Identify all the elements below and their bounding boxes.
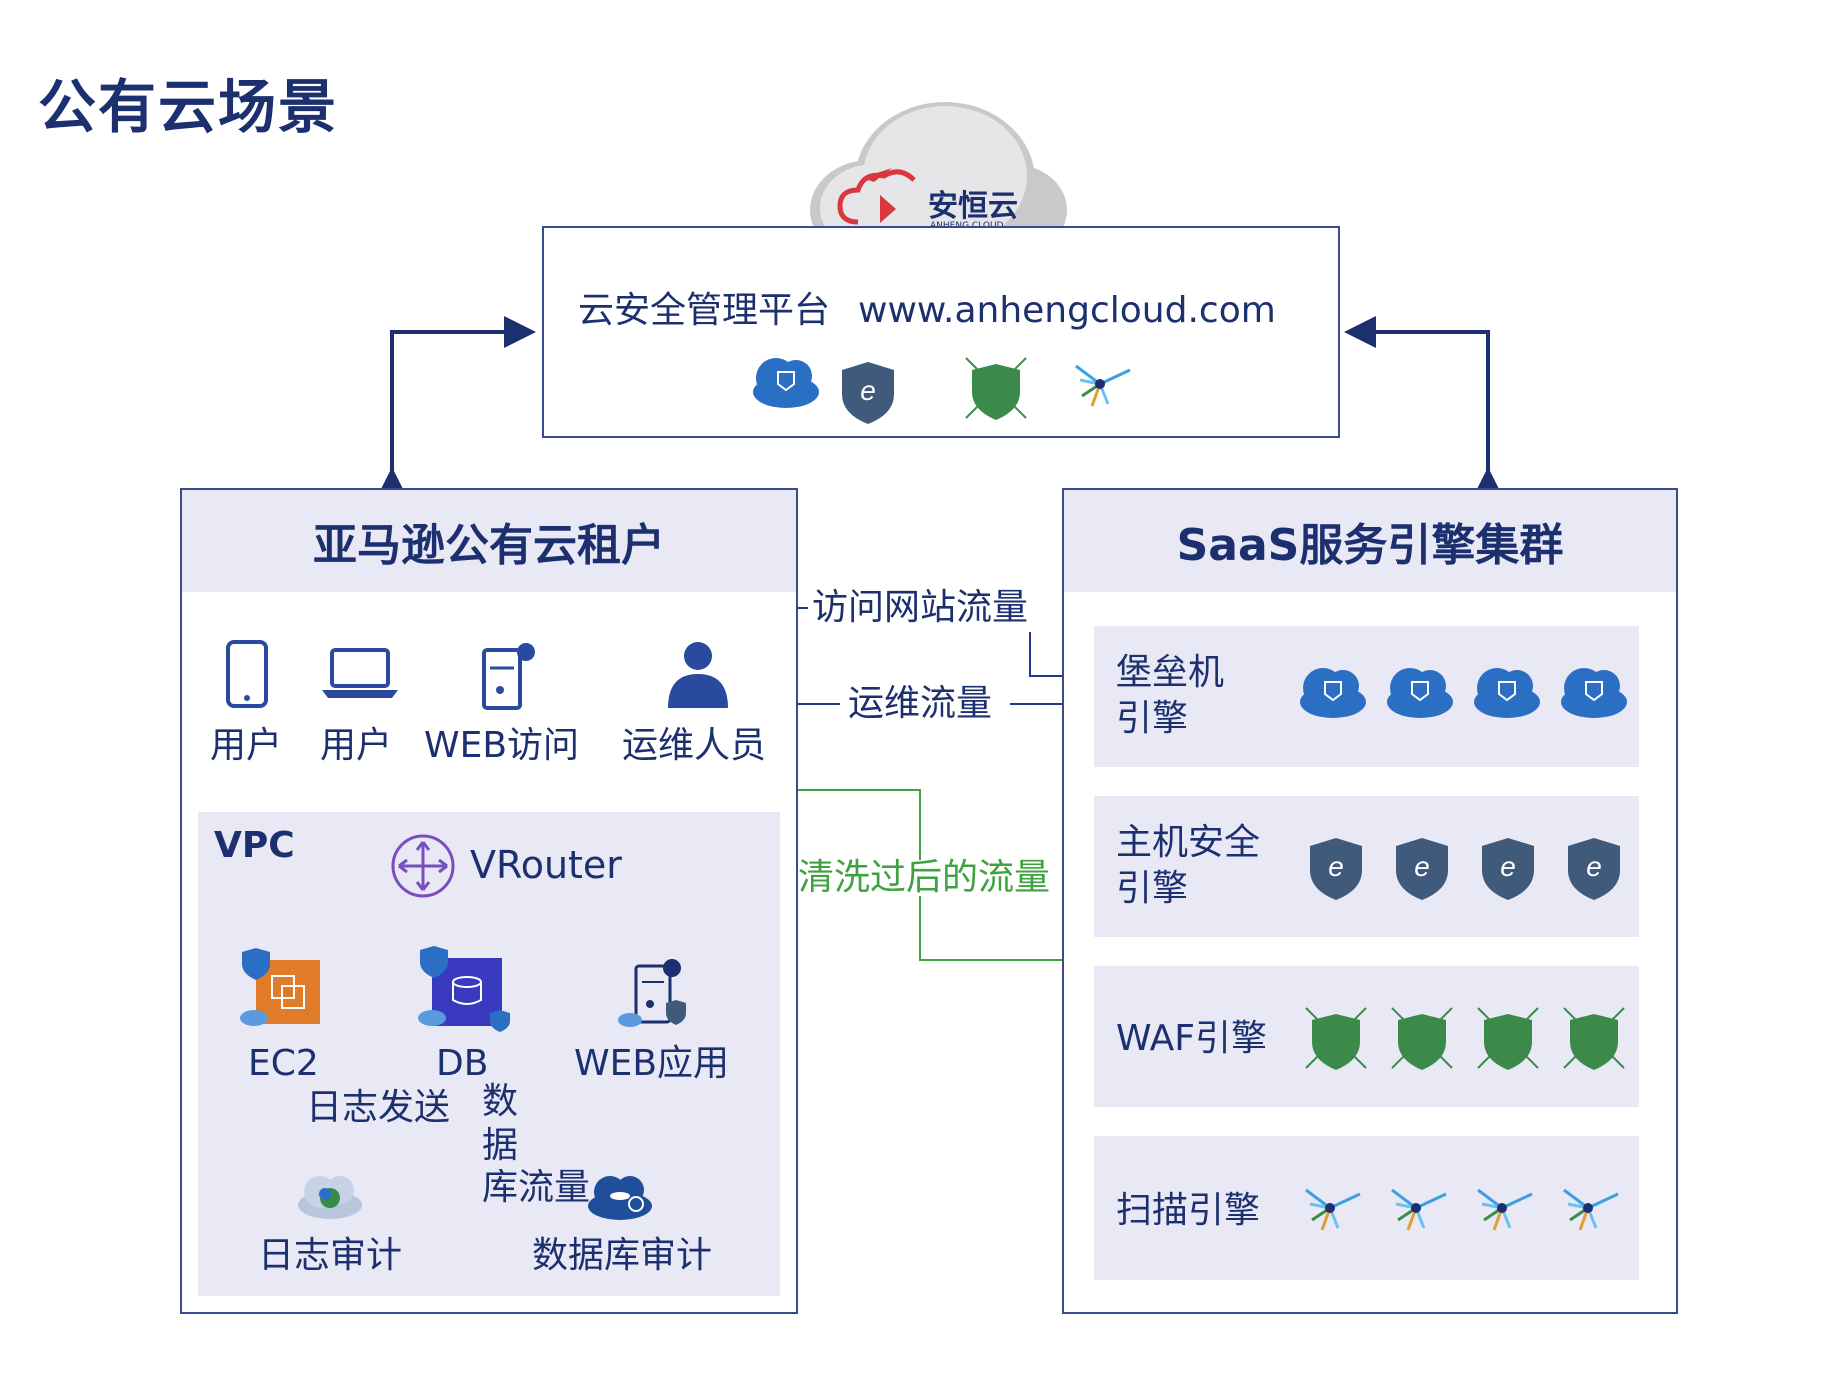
cloud-brand: 安恒云 <box>928 189 1018 224</box>
platform-label: 云安全管理平台 <box>578 290 831 331</box>
user-label-2: 用户 <box>320 725 393 766</box>
svg-text:e: e <box>860 375 876 406</box>
laptop-icon <box>322 648 398 698</box>
db-traffic-label-1: 数 <box>482 1081 519 1122</box>
host-security-shield-icon: e <box>842 362 894 424</box>
db-audit-icon <box>588 1176 652 1220</box>
user-label-1: 用户 <box>210 725 283 766</box>
engine-host-label-2: 引擎 <box>1116 868 1189 909</box>
page-title: 公有云场景 <box>38 73 339 141</box>
log-audit-label: 日志审计 <box>258 1235 403 1276</box>
person-icon <box>668 642 728 708</box>
web-app-icon <box>618 959 686 1027</box>
db-label: DB <box>436 1043 489 1084</box>
ops-traffic-label: 运维流量 <box>848 683 993 724</box>
cleaned-traffic-label: 清洗过后的流量 <box>798 857 1051 898</box>
db-audit-label: 数据库审计 <box>532 1235 713 1276</box>
ops-person-label: 运维人员 <box>622 725 767 766</box>
engine-waf-label: WAF引擎 <box>1116 1018 1267 1059</box>
tenant-header: 亚马逊公有云租户 <box>182 490 796 592</box>
scanner-icon <box>1075 364 1131 407</box>
mobile-phone-icon <box>226 640 268 708</box>
web-server-icon <box>482 643 535 710</box>
engine-scanner-label: 扫描引擎 <box>1116 1190 1261 1231</box>
ec2-label: EC2 <box>248 1043 319 1084</box>
bastion-cloud-icon <box>753 358 819 408</box>
waf-shield-icon-row <box>1305 1007 1625 1071</box>
saas-header: SaaS服务引擎集群 <box>1064 490 1676 592</box>
vpc-area <box>198 812 780 1296</box>
web-traffic-label: 访问网站流量 <box>812 587 1029 628</box>
scanner-icon-row <box>1304 1188 1620 1232</box>
engine-scanner: 扫描引擎 <box>1094 1136 1639 1280</box>
vrouter-label: VRouter <box>470 843 622 887</box>
engine-host-security: 主机安全 引擎 <box>1094 796 1639 937</box>
log-audit-icon <box>298 1176 362 1219</box>
platform-url[interactable]: www.anhengcloud.com <box>858 290 1276 331</box>
waf-shield-icon <box>965 357 1027 420</box>
vpc-label: VPC <box>214 825 295 866</box>
platform-box <box>542 226 1340 438</box>
database-icon <box>418 946 510 1032</box>
bastion-cloud-icon-row <box>1299 667 1628 719</box>
web-access-label: WEB访问 <box>424 725 580 766</box>
engine-bastion-label-2: 引擎 <box>1116 698 1189 739</box>
db-traffic-label-3: 库流量 <box>482 1167 591 1208</box>
host-security-shield-icon-row <box>1310 838 1620 900</box>
ec2-icon <box>240 948 320 1026</box>
engine-bastion-label-1: 堡垒机 <box>1116 652 1225 693</box>
web-app-label: WEB应用 <box>574 1043 730 1084</box>
log-send-label: 日志发送 <box>306 1087 451 1128</box>
db-traffic-label-2: 据 <box>482 1125 519 1166</box>
engine-host-label-1: 主机安全 <box>1116 822 1261 863</box>
engine-bastion: 堡垒机 引擎 <box>1094 626 1639 767</box>
engine-waf: WAF引擎 <box>1094 966 1639 1107</box>
